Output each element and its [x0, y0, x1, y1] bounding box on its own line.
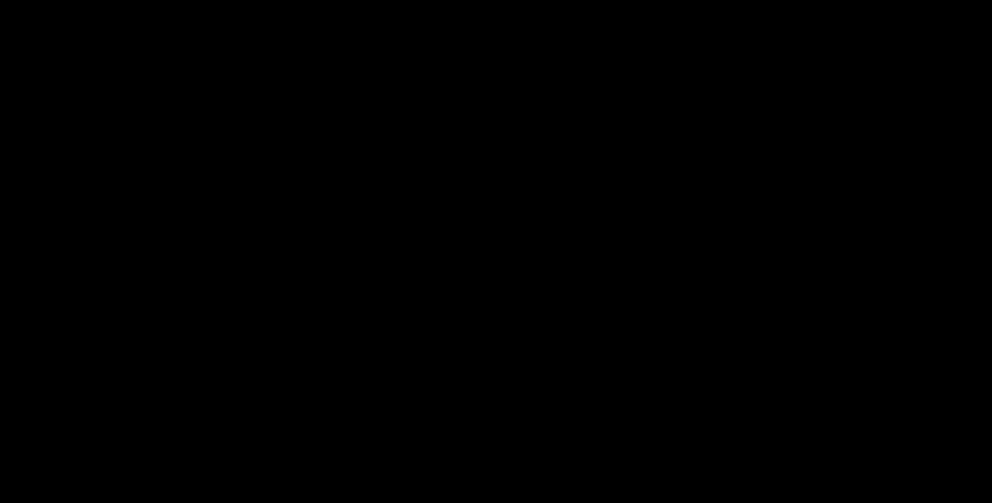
diagram-canvas: [0, 0, 992, 503]
